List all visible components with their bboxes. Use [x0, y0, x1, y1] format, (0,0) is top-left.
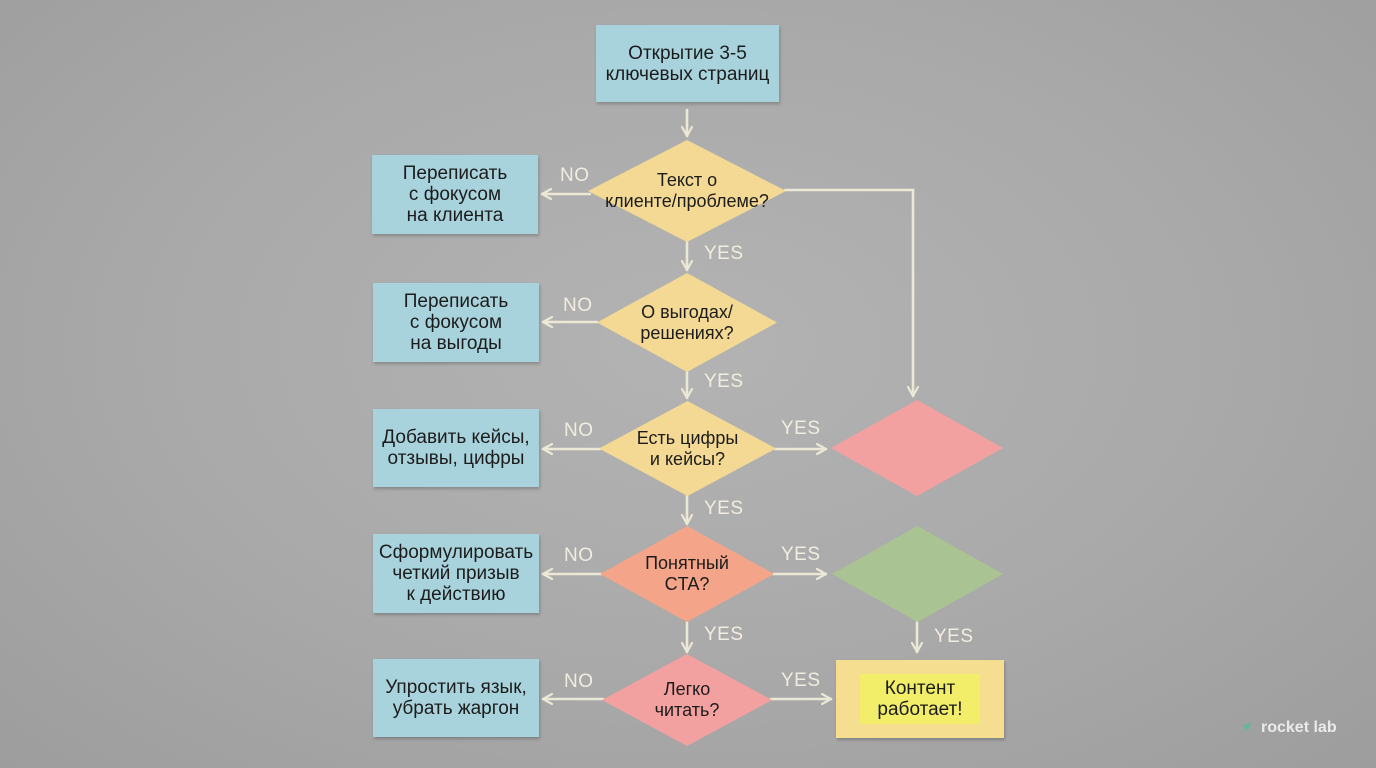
- question-benefits: О выгодах/ решениях?: [597, 273, 777, 372]
- question-numbers-cases: Есть цифры и кейсы?: [599, 401, 776, 496]
- yes-label: YES: [781, 544, 821, 565]
- yes-label: YES: [704, 624, 744, 645]
- yes-label: YES: [704, 371, 744, 392]
- question-label: Легко читать?: [654, 679, 720, 720]
- side-diamond-shape: [831, 400, 1003, 496]
- start-box: Открытие 3-5 ключевых страниц: [596, 25, 779, 102]
- no-label: NO: [560, 165, 590, 186]
- no-label: NO: [564, 671, 594, 692]
- side-diamond-pink: [831, 400, 1003, 496]
- action-add-cases: Добавить кейсы, отзывы, цифры: [373, 409, 539, 487]
- yes-label: YES: [781, 418, 821, 439]
- rocket-icon: [1241, 722, 1251, 734]
- yes-label: YES: [704, 243, 744, 264]
- no-label: NO: [564, 545, 594, 566]
- side-diamond-shape: [832, 526, 1003, 622]
- question-customer-focus: Текст о клиенте/проблеме?: [588, 140, 786, 242]
- action-simplify: Упростить язык, убрать жаргон: [373, 659, 539, 737]
- yes-label: YES: [704, 498, 744, 519]
- question-label: О выгодах/ решениях?: [640, 301, 734, 343]
- question-label: Текст о клиенте/проблеме?: [605, 170, 769, 211]
- action-benefits-focus: Переписать с фокусом на выгоды: [373, 283, 539, 362]
- logo-text: rocket lab: [1261, 719, 1337, 736]
- yes-label: YES: [934, 626, 974, 647]
- action-customer-focus: Переписать с фокусом на клиента: [372, 155, 538, 234]
- final-label: Контент работает!: [860, 674, 980, 724]
- action-cta: Сформулировать четкий призыв к действию: [373, 534, 539, 613]
- side-diamond-sage: [832, 526, 1003, 622]
- final-box: Контент работает!: [836, 660, 1004, 738]
- question-label: Понятный CTA?: [645, 553, 729, 594]
- question-easy-to-read: Легко читать?: [602, 654, 772, 746]
- rocket-lab-logo: rocket lab: [1238, 719, 1337, 737]
- question-clear-cta: Понятный CTA?: [600, 526, 774, 622]
- yes-label: YES: [781, 670, 821, 691]
- question-label: Есть цифры и кейсы?: [636, 427, 739, 469]
- no-label: NO: [564, 420, 594, 441]
- no-label: NO: [563, 295, 593, 316]
